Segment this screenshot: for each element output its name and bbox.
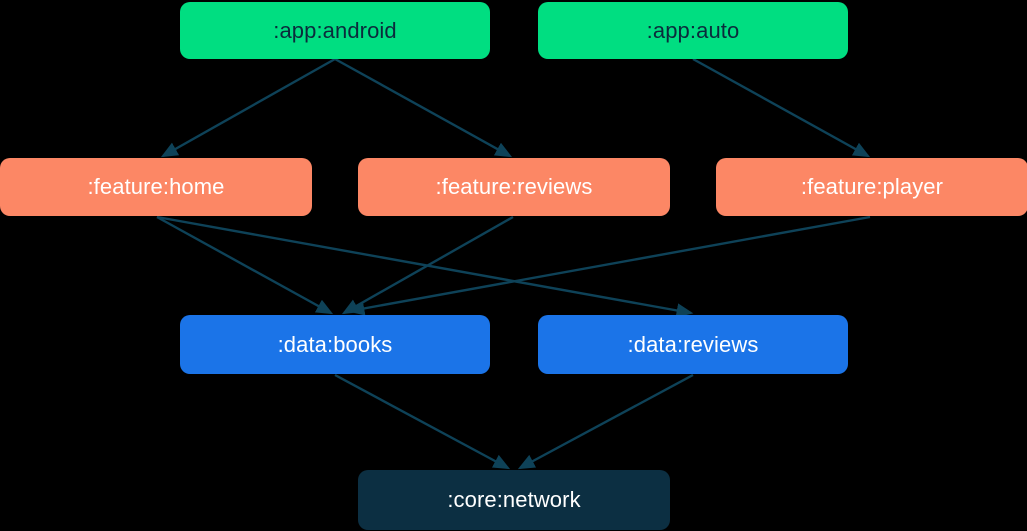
edge-app-auto-to-feature-player [692, 57, 871, 158]
edge-data-reviews-to-core-network [517, 373, 694, 470]
node-feature-home[interactable]: :feature:home [0, 158, 312, 216]
node-feature-reviews[interactable]: :feature:reviews [358, 158, 670, 216]
node-label: :data:reviews [627, 331, 759, 357]
node-label: :feature:reviews [435, 174, 593, 199]
node-data-reviews[interactable]: :data:reviews [538, 315, 848, 374]
node-label: :app:auto [646, 17, 740, 43]
node-app-android[interactable]: :app:android [180, 2, 490, 59]
node-core-network[interactable]: :core:network [358, 470, 670, 530]
node-feature-player[interactable]: :feature:player [716, 158, 1027, 216]
edge-feature-home-to-data-reviews [156, 215, 694, 318]
node-data-books[interactable]: :data:books [180, 315, 490, 374]
edge-feature-reviews-to-data-books [341, 215, 514, 315]
node-label: :feature:player [800, 174, 944, 199]
edge-app-android-to-feature-reviews [334, 57, 513, 158]
node-label: :core:network [447, 487, 581, 512]
node-label: :app:android [273, 17, 397, 43]
edge-feature-player-to-data-books [347, 215, 871, 316]
node-label: :feature:home [87, 174, 225, 199]
node-label: :data:books [277, 331, 393, 357]
edge-feature-home-to-data-books [156, 215, 334, 315]
edge-app-android-to-feature-home [160, 57, 336, 158]
node-app-auto[interactable]: :app:auto [538, 2, 848, 59]
edge-data-books-to-core-network [334, 373, 511, 470]
